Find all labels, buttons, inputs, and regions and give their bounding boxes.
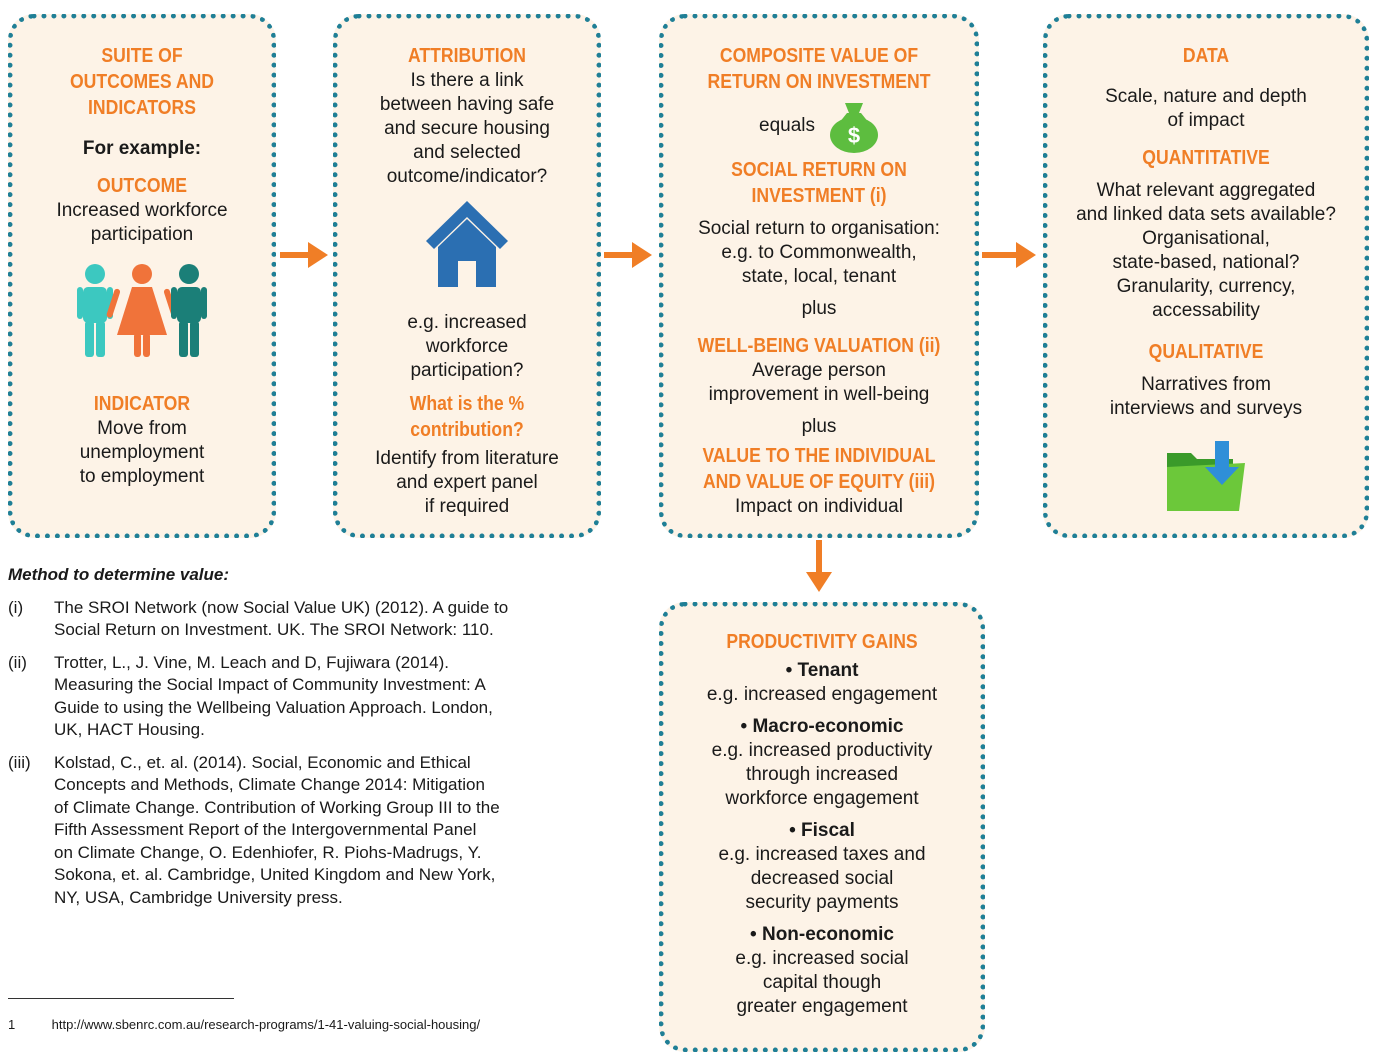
data-text: Scale, nature and depth of impact — [1105, 86, 1307, 131]
outcome-text: Increased workforce participation — [56, 200, 228, 245]
method-references: Method to determine value: (i) The SROI … — [8, 564, 598, 919]
outcomes-box: SUITE OF OUTCOMES AND INDICATORS For exa… — [8, 14, 276, 538]
arrow-right-icon — [982, 242, 1036, 268]
reference-item: (i) The SROI Network (now Social Value U… — [8, 597, 509, 640]
outcome-heading: OUTCOME — [97, 175, 187, 197]
macro-economic-text: e.g. increased productivity through incr… — [711, 740, 933, 809]
quantitative-text: What relevant aggregated and linked data… — [1076, 180, 1336, 321]
tenant-text: e.g. increased engagement — [706, 684, 938, 705]
fiscal-text: e.g. increased taxes and decreased socia… — [718, 844, 926, 913]
house-icon — [354, 199, 580, 295]
attribution-question: Is there a link between having safe and … — [379, 70, 555, 187]
quantitative-heading: QUANTITATIVE — [1142, 147, 1270, 169]
qualitative-text: Narratives from interviews and surveys — [1109, 374, 1303, 419]
sroi-text: Social return to organisation: e.g. to C… — [698, 218, 940, 287]
folder-download-icon — [1064, 439, 1348, 520]
indicator-heading: INDICATOR — [93, 393, 191, 415]
non-economic-label: • Non-economic — [750, 924, 894, 945]
plus-label: plus — [801, 416, 837, 437]
footnote-number: 1 — [8, 1017, 16, 1032]
footnote: 1 http://www.sbenrc.com.au/research-prog… — [8, 1017, 480, 1032]
svg-text:$: $ — [848, 123, 860, 148]
reference-item: (ii) Trotter, L., J. Vine, M. Leach and … — [8, 652, 493, 740]
reference-item: (iii) Kolstad, C., et. al. (2014). Socia… — [8, 752, 500, 907]
attribution-box: ATTRIBUTION Is there a link between havi… — [333, 14, 601, 538]
equals-label: equals — [759, 115, 815, 136]
fiscal-label: • Fiscal — [789, 820, 855, 841]
contribution-heading: What is the % contribution? — [409, 393, 525, 441]
non-economic-text: e.g. increased social capital though gre… — [735, 948, 909, 1017]
example-label: For example: — [82, 138, 202, 159]
equals-row: equals $ — [680, 99, 958, 153]
outcomes-title: SUITE OF OUTCOMES AND INDICATORS — [69, 45, 215, 119]
productivity-gains-box: PRODUCTIVITY GAINS • Tenant e.g. increas… — [659, 602, 985, 1052]
arrow-right-icon — [280, 242, 328, 268]
identify-text: Identify from literature and expert pane… — [375, 448, 559, 517]
money-bag-icon: $ — [830, 103, 878, 153]
macro-economic-label: • Macro-economic — [740, 716, 904, 737]
people-icon — [29, 263, 255, 359]
indicator-text: Move from unemployment to employment — [79, 418, 205, 487]
value-individual-heading: VALUE TO THE INDIVIDUAL AND VALUE OF EQU… — [702, 445, 936, 493]
arrow-down-icon — [806, 540, 832, 592]
productivity-title: PRODUCTIVITY GAINS — [726, 631, 918, 653]
sroi-heading: SOCIAL RETURN ON INVESTMENT (i) — [731, 159, 907, 207]
attribution-title: ATTRIBUTION — [408, 45, 526, 67]
method-title: Method to determine value: — [8, 565, 230, 584]
tenant-label: • Tenant — [785, 660, 859, 681]
data-title: DATA — [1182, 45, 1230, 67]
attribution-example: e.g. increased workforce participation? — [407, 312, 527, 381]
composite-value-title: COMPOSITE VALUE OF RETURN ON INVESTMENT — [707, 45, 931, 93]
plus-label: plus — [801, 298, 837, 319]
composite-value-box: COMPOSITE VALUE OF RETURN ON INVESTMENT … — [659, 14, 979, 538]
footnote-url[interactable]: http://www.sbenrc.com.au/research-progra… — [51, 1017, 481, 1032]
arrow-right-icon — [604, 242, 652, 268]
wellbeing-text: Average person improvement in well-being — [708, 360, 930, 405]
value-individual-text: Impact on individual — [735, 496, 903, 517]
qualitative-heading: QUALITATIVE — [1148, 341, 1264, 363]
footnote-divider — [8, 998, 234, 999]
wellbeing-heading: WELL-BEING VALUATION (ii) — [697, 335, 941, 357]
data-box: DATA Scale, nature and depth of impact Q… — [1043, 14, 1369, 538]
